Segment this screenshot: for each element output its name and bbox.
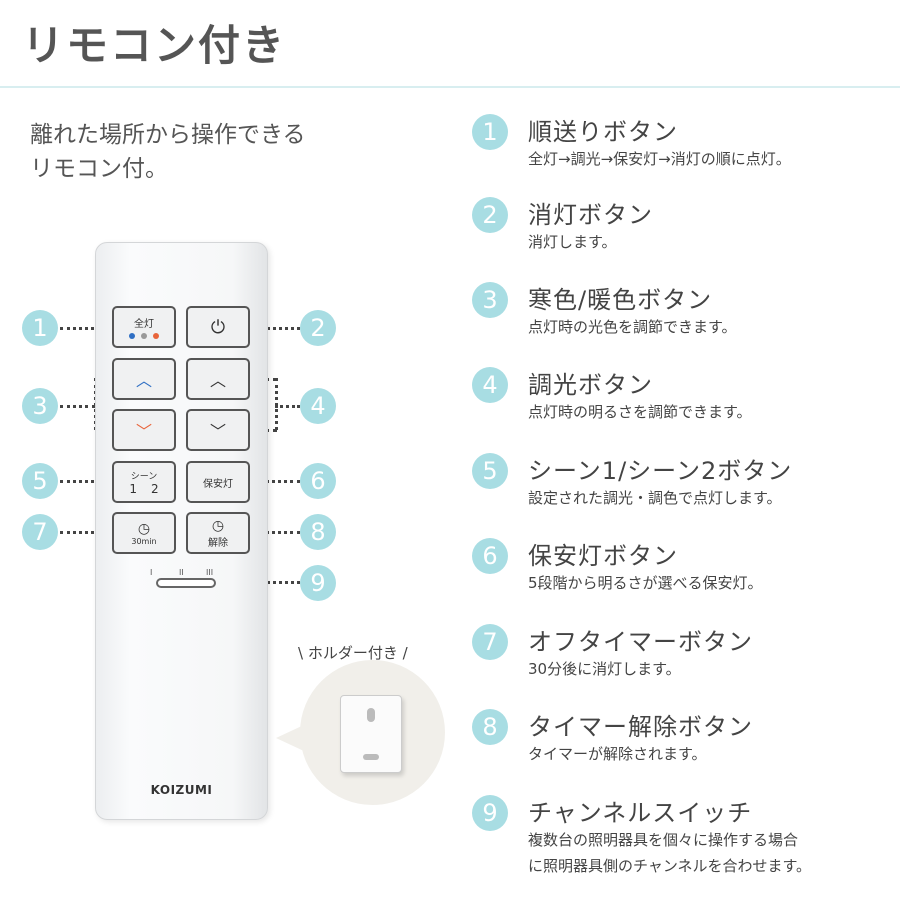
feature-description: 点灯時の明るさを調節できます。: [528, 399, 752, 425]
dim-down-button[interactable]: ﹀: [186, 409, 250, 451]
feature-description: 30分後に消灯します。: [528, 656, 681, 682]
number-badge: 1: [472, 114, 508, 150]
subtitle: 離れた場所から操作できる リモコン付。: [30, 118, 306, 186]
feature-description: 複数台の照明器具を個々に操作する場合に照明器具側のチャンネルを合わせます。: [528, 827, 811, 879]
feature-description: 消灯します。: [528, 229, 617, 255]
number-badge: 3: [472, 282, 508, 318]
brand-logo: KOIZUMI: [150, 783, 213, 797]
feature-description: 点灯時の光色を調節できます。: [528, 314, 737, 340]
leader-line: [60, 405, 95, 408]
holder-label: \ ホルダー付き /: [298, 644, 408, 662]
timer-cancel-button[interactable]: ◷ 解除: [186, 512, 250, 554]
feature-title: 寒色/暖色ボタン: [528, 286, 713, 314]
feature-title: タイマー解除ボタン: [528, 713, 753, 741]
number-badge: 4: [472, 367, 508, 403]
callout-2: 2: [300, 310, 336, 346]
number-badge: 2: [472, 197, 508, 233]
callout-8: 8: [300, 514, 336, 550]
night-light-label: 保安灯: [203, 478, 233, 490]
timer-cancel-label: 解除: [208, 537, 228, 549]
feature-title: チャンネルスイッチ: [528, 799, 753, 827]
callout-6: 6: [300, 463, 336, 499]
number-badge: 7: [472, 624, 508, 660]
feature-description: タイマーが解除されます。: [528, 741, 707, 767]
description-line: 消灯します。: [528, 233, 617, 251]
scene-1-label: 1: [129, 481, 137, 496]
power-icon: ⏻: [210, 316, 226, 338]
feature-description: 5段階から明るさが選べる保安灯。: [528, 570, 763, 596]
leader-line: [275, 378, 278, 430]
off-timer-button[interactable]: ◷ 30min: [112, 512, 176, 554]
number-badge: 5: [472, 453, 508, 489]
callout-1: 1: [22, 310, 58, 346]
page-title: リモコン付き: [22, 21, 287, 70]
number-badge: 8: [472, 709, 508, 745]
number-badge: 9: [472, 795, 508, 831]
leader-line: [250, 327, 300, 330]
feature-description: 設定された調光・調色で点灯します。: [528, 485, 782, 511]
description-line: 点灯時の明るさを調節できます。: [528, 403, 752, 421]
chevron-down-icon: ﹀: [209, 422, 226, 441]
description-line: 複数台の照明器具を個々に操作する場合: [528, 831, 799, 849]
number-badge: 6: [472, 538, 508, 574]
description-line: 全灯→調光→保安灯→消灯の順に点灯。: [528, 150, 791, 168]
description-line: 5段階から明るさが選べる保安灯。: [528, 574, 763, 592]
leader-line: [275, 405, 300, 408]
scene-label: シーン: [130, 471, 158, 482]
all-on-label: 全灯: [134, 319, 154, 330]
callout-7: 7: [22, 514, 58, 550]
divider: [0, 86, 900, 88]
warm-down-button[interactable]: ﹀: [112, 409, 176, 451]
scene-2-label: 2: [151, 481, 159, 496]
power-button[interactable]: ⏻: [186, 306, 250, 348]
callout-3: 3: [22, 388, 58, 424]
all-on-button[interactable]: 全灯: [112, 306, 176, 348]
description-line: 点灯時の光色を調節できます。: [528, 318, 737, 336]
clock-icon: ◷: [137, 520, 151, 537]
chevron-up-icon: ︿: [135, 371, 152, 390]
timer-30-label: 30min: [131, 536, 157, 546]
channel-position-label: II: [179, 568, 184, 577]
callout-5: 5: [22, 463, 58, 499]
description-line: 設定された調光・調色で点灯します。: [528, 489, 782, 507]
channel-position-label: III: [206, 568, 214, 577]
color-dots: [129, 333, 159, 339]
cool-up-button[interactable]: ︿: [112, 358, 176, 400]
leader-line: [60, 327, 112, 330]
dim-up-button[interactable]: ︿: [186, 358, 250, 400]
description-line: 30分後に消灯します。: [528, 660, 681, 678]
channel-position-label: I: [150, 568, 153, 577]
night-light-button[interactable]: 保安灯: [186, 461, 250, 503]
chevron-down-icon: ﹀: [135, 422, 152, 441]
feature-title: 調光ボタン: [528, 371, 653, 399]
callout-9: 9: [300, 565, 336, 601]
feature-title: オフタイマーボタン: [528, 628, 753, 656]
feature-title: 消灯ボタン: [528, 201, 653, 229]
description-line: タイマーが解除されます。: [528, 745, 707, 763]
holder-bracket: [340, 695, 402, 773]
channel-switch[interactable]: [156, 578, 216, 588]
subtitle-line: 離れた場所から操作できる: [30, 122, 306, 148]
subtitle-line: リモコン付。: [30, 156, 168, 182]
clock-icon: ◷: [211, 517, 225, 534]
feature-description: 全灯→調光→保安灯→消灯の順に点灯。: [528, 146, 791, 172]
feature-title: 保安灯ボタン: [528, 542, 678, 570]
chevron-up-icon: ︿: [209, 371, 226, 390]
feature-title: シーン1/シーン2ボタン: [528, 457, 793, 485]
callout-4: 4: [300, 388, 336, 424]
description-line: に照明器具側のチャンネルを合わせます。: [528, 857, 812, 875]
feature-title: 順送りボタン: [528, 118, 678, 146]
